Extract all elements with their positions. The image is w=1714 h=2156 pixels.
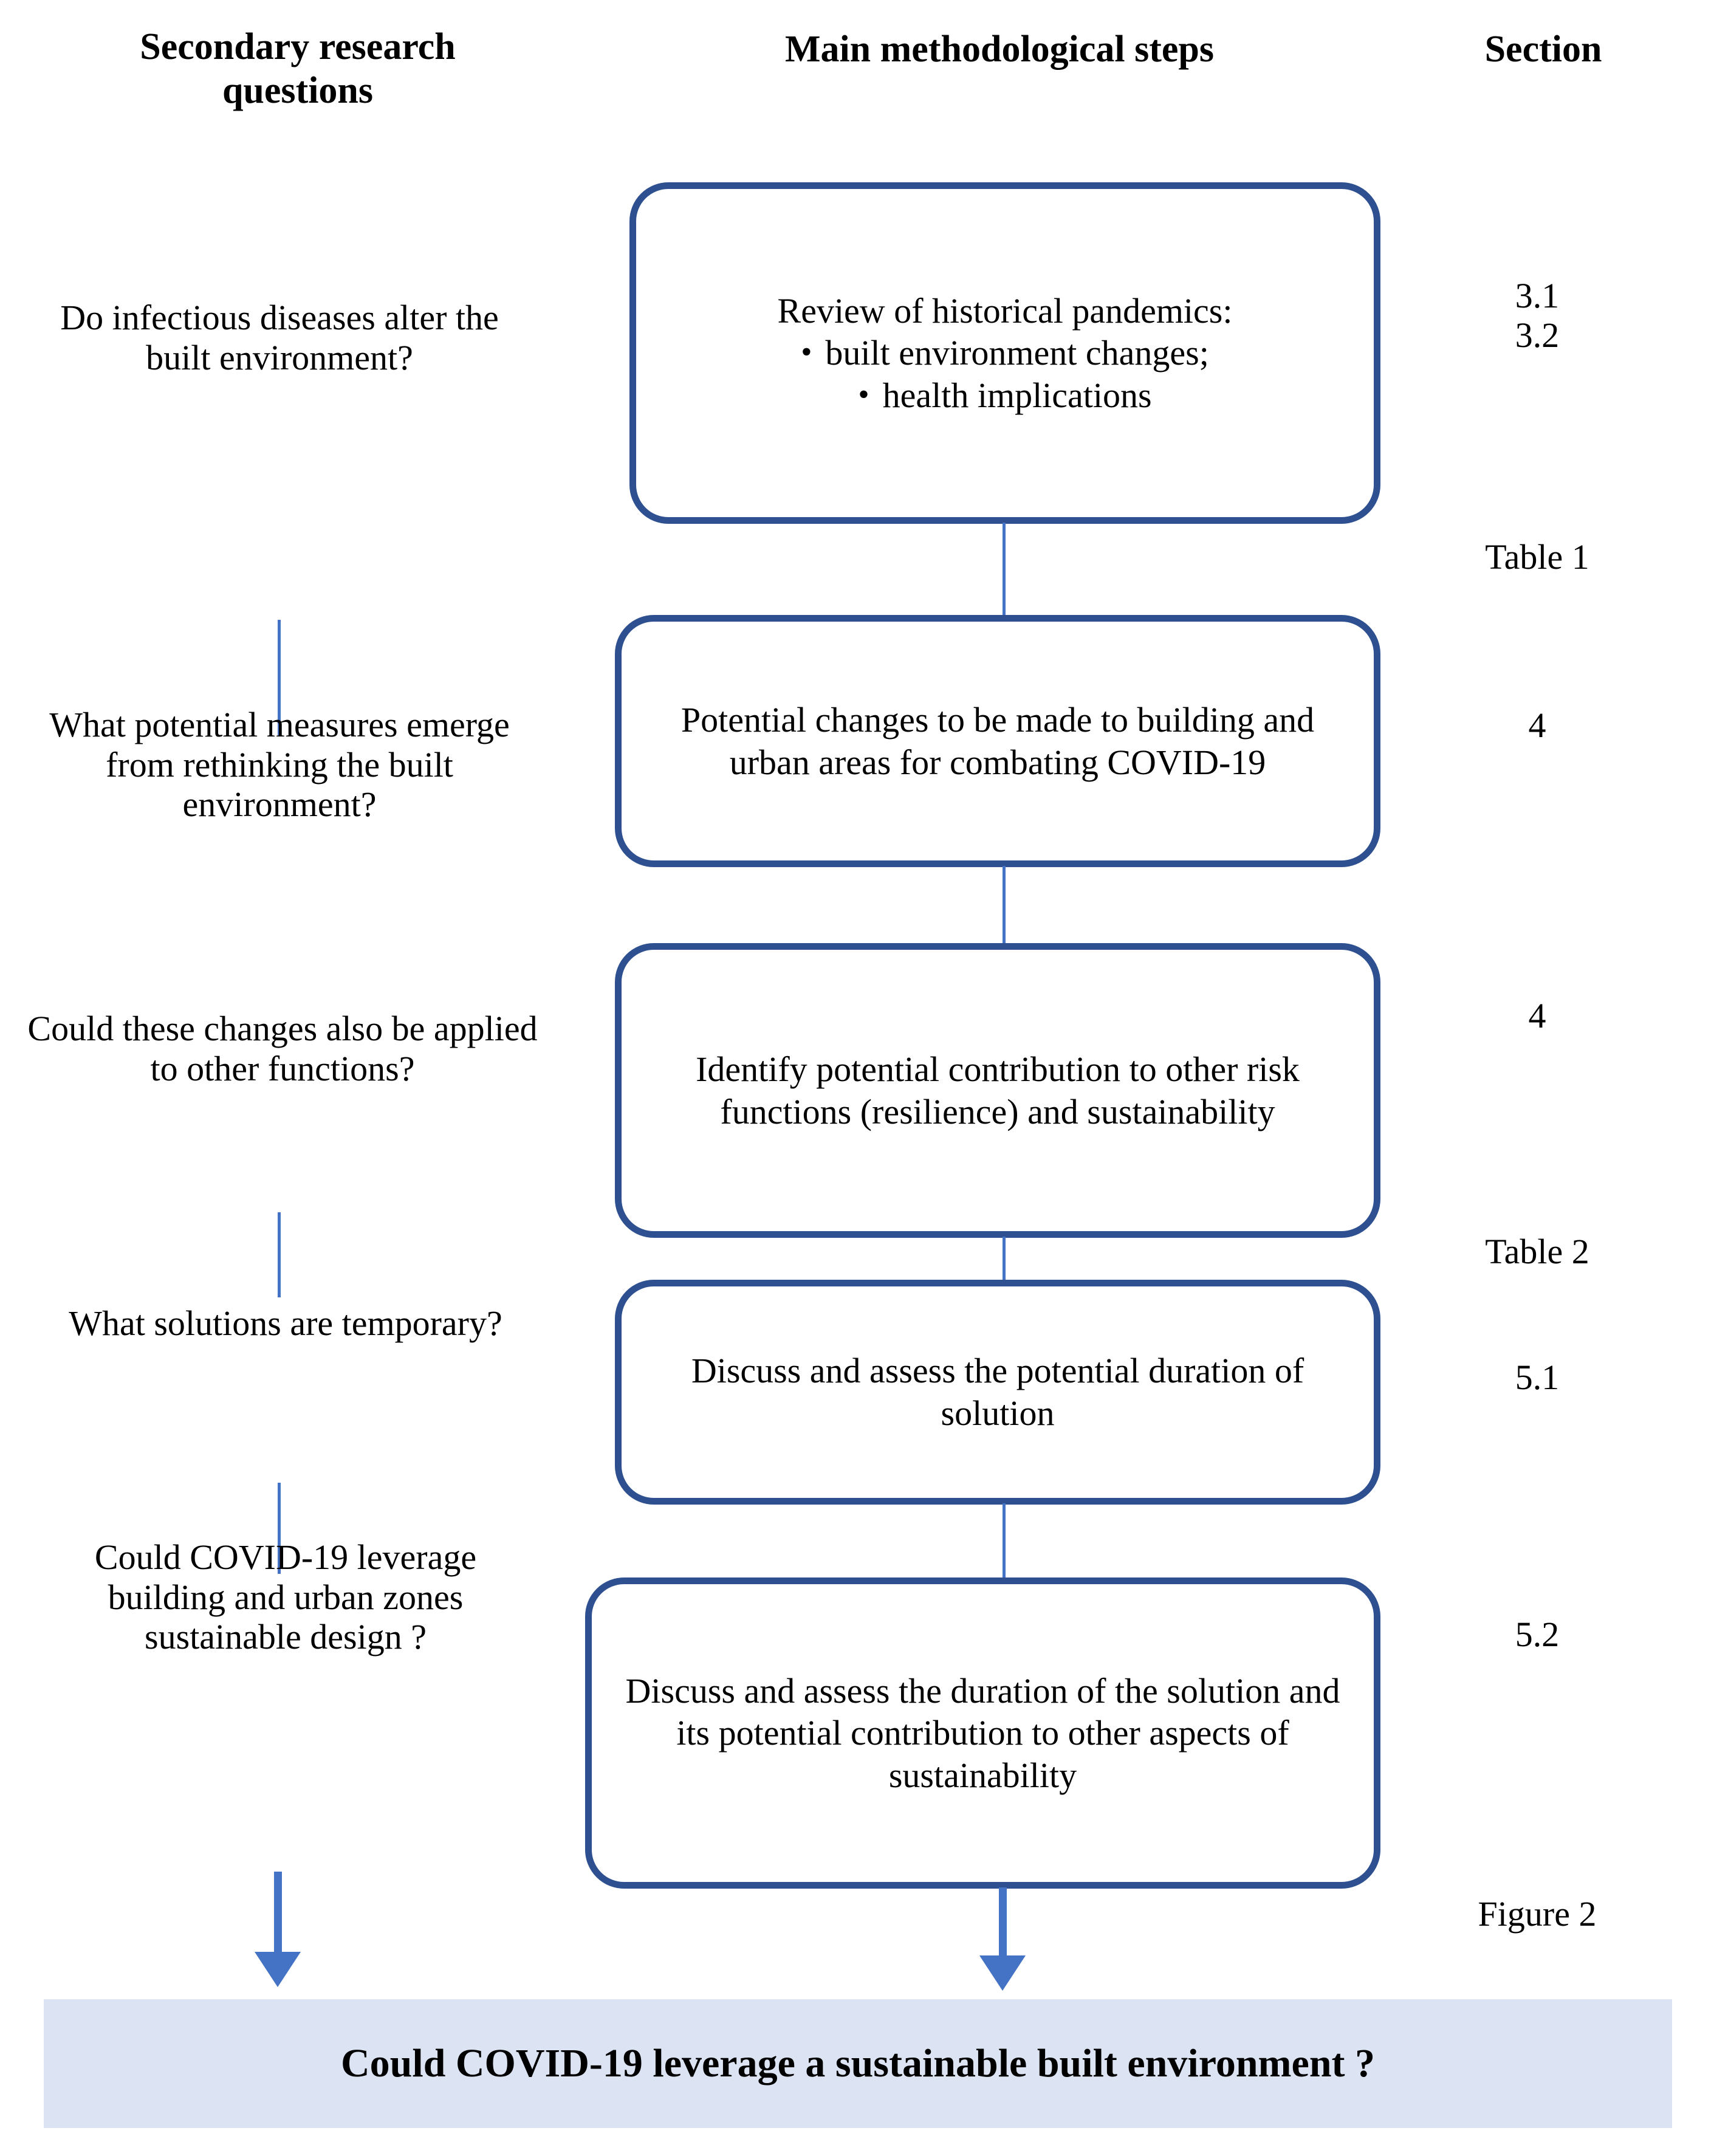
connector-step-4-to-5	[1003, 1503, 1006, 1582]
bullet-icon: •	[858, 377, 869, 412]
connector-question-1-to-2	[278, 620, 281, 735]
conclusion-banner: Could COVID-19 leverage a sustainable bu…	[44, 1999, 1672, 2128]
section-label-figure-2: Figure 2	[1478, 1894, 1597, 1934]
section-value: 3.1 3.2	[1515, 276, 1560, 355]
step-box-1[interactable]: Review of historical pandemics: • built e…	[629, 182, 1380, 524]
step-3-title: Identify potential contribution to other…	[696, 1049, 1300, 1131]
section-label-table-1: Table 1	[1485, 537, 1589, 577]
section-label-3-1: 3.1 3.2	[1410, 276, 1665, 355]
step-1-bullet-0: built environment changes;	[825, 333, 1209, 373]
step-1-bullet-list: • built environment changes; • health impl…	[652, 332, 1358, 416]
section-label-4-a: 4	[1528, 706, 1546, 745]
connector-step-1-to-2	[1003, 523, 1006, 617]
step-5-title: Discuss and assess the duration of the s…	[625, 1670, 1340, 1795]
step-box-2[interactable]: Potential changes to be made to building…	[615, 615, 1380, 867]
step-4-title: Discuss and assess the potential duratio…	[691, 1351, 1304, 1433]
connector-step-2-to-3	[1003, 866, 1006, 945]
question-2: What potential measures emerge from reth…	[49, 705, 510, 825]
section-label-5-2: 5.2	[1515, 1615, 1560, 1654]
question-1: Do infectious diseases alter the built e…	[60, 298, 499, 377]
question-4: What solutions are temporary?	[69, 1303, 502, 1343]
list-item: • health implications	[652, 374, 1358, 417]
section-label-table-2: Table 2	[1485, 1232, 1589, 1271]
step-box-4[interactable]: Discuss and assess the potential duratio…	[615, 1280, 1380, 1505]
column-header-secondary-research-questions: Secondary research questions	[140, 26, 456, 111]
conclusion-banner-text: Could COVID-19 leverage a sustainable bu…	[340, 2041, 1375, 2086]
step-box-3[interactable]: Identify potential contribution to other…	[615, 943, 1380, 1238]
arrow-head-steps-to-banner	[979, 1955, 1026, 1991]
arrow-stem-steps-to-banner	[999, 1887, 1007, 1960]
arrow-head-questions-to-banner	[255, 1952, 301, 1987]
step-1-title: Review of historical pandemics:	[777, 290, 1233, 331]
question-5: Could COVID-19 leverage building and urb…	[94, 1537, 477, 1657]
bullet-icon: •	[801, 335, 812, 370]
section-label-5-1: 5.1	[1515, 1358, 1560, 1397]
section-label-4-b: 4	[1528, 996, 1546, 1035]
step-box-5[interactable]: Discuss and assess the duration of the s…	[585, 1578, 1380, 1889]
arrow-stem-questions-to-banner	[274, 1872, 282, 1957]
column-header-section: Section	[1484, 29, 1602, 70]
question-3: Could these changes also be applied to o…	[27, 1009, 538, 1088]
connector-question-4-to-5	[278, 1483, 281, 1574]
connector-question-3-to-4	[278, 1212, 281, 1297]
list-item: • built environment changes;	[652, 332, 1358, 374]
step-1-bullet-1: health implications	[882, 375, 1152, 415]
column-header-main-methodological-steps: Main methodological steps	[784, 29, 1215, 70]
step-2-title: Potential changes to be made to building…	[680, 699, 1315, 782]
connector-step-3-to-4	[1003, 1237, 1006, 1294]
